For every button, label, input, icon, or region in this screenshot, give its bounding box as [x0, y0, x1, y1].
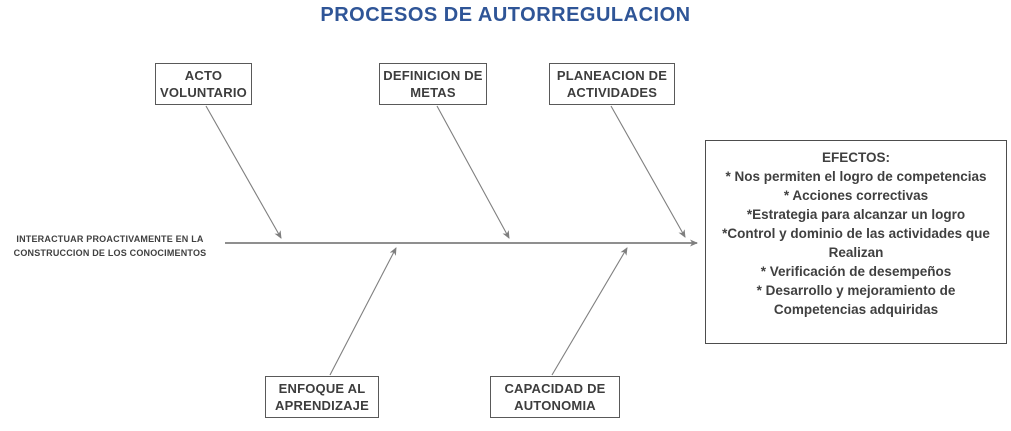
- cause-box-enfoque-al-aprendizaje: ENFOQUE AL APRENDIZAJE: [265, 376, 379, 418]
- cause-label-line: PLANEACION DE: [556, 68, 668, 83]
- cause-box-capacidad-de-autonomia: CAPACIDAD DE AUTONOMIA: [490, 376, 620, 418]
- cause-label-line: ACTO: [184, 68, 223, 83]
- effects-item: * Desarrollo y mejoramiento de: [756, 283, 956, 298]
- cause-label-line: VOLUNTARIO: [160, 85, 247, 100]
- effects-item: * Acciones correctivas: [783, 188, 929, 203]
- cause-box-definicion-de-metas: DEFINICION DE METAS: [379, 63, 487, 105]
- cause-label-line: CAPACIDAD DE: [504, 381, 606, 396]
- cause-label-line: METAS: [410, 85, 456, 100]
- arrow-definicion-de-metas: [436, 105, 510, 239]
- arrow-enfoque-al-aprendizaje: [329, 247, 397, 376]
- cause-box-acto-voluntario: ACTO VOLUNTARIO: [155, 63, 252, 105]
- effects-item: * Verificación de desempeños: [760, 264, 952, 279]
- diagram-title: PROCESOS DE AUTORREGULACION: [320, 4, 691, 26]
- problem-statement: INTERACTUAR PROACTIVAMENTE EN LA CONSTRU…: [10, 232, 210, 260]
- effects-item: Realizan: [828, 245, 884, 260]
- problem-statement-line: CONSTRUCCION DE LOS CONOCIMENTOS: [13, 248, 207, 258]
- effects-item: *Estrategia para alcanzar un logro: [746, 207, 966, 222]
- arrow-capacidad-de-autonomia: [551, 247, 628, 376]
- cause-box-planeacion-de-actividades: PLANEACION DE ACTIVIDADES: [549, 63, 675, 105]
- cause-label-line: ACTIVIDADES: [566, 85, 658, 100]
- cause-label-line: ENFOQUE AL: [278, 381, 366, 396]
- cause-label-line: AUTONOMIA: [514, 398, 596, 413]
- arrow-planeacion-de-actividades: [610, 105, 686, 238]
- arrow-acto-voluntario: [205, 105, 282, 239]
- effects-box: EFECTOS: * Nos permiten el logro de comp…: [705, 140, 1007, 344]
- problem-statement-line: INTERACTUAR PROACTIVAMENTE EN LA: [16, 234, 204, 244]
- cause-label-line: APRENDIZAJE: [275, 398, 369, 413]
- cause-label-line: DEFINICION DE: [383, 68, 483, 83]
- effects-item: *Control y dominio de las actividades qu…: [722, 226, 990, 241]
- effects-item: * Nos permiten el logro de competencias: [725, 169, 987, 184]
- effects-title: EFECTOS:: [821, 150, 890, 165]
- effects-item: Competencias adquiridas: [773, 302, 939, 317]
